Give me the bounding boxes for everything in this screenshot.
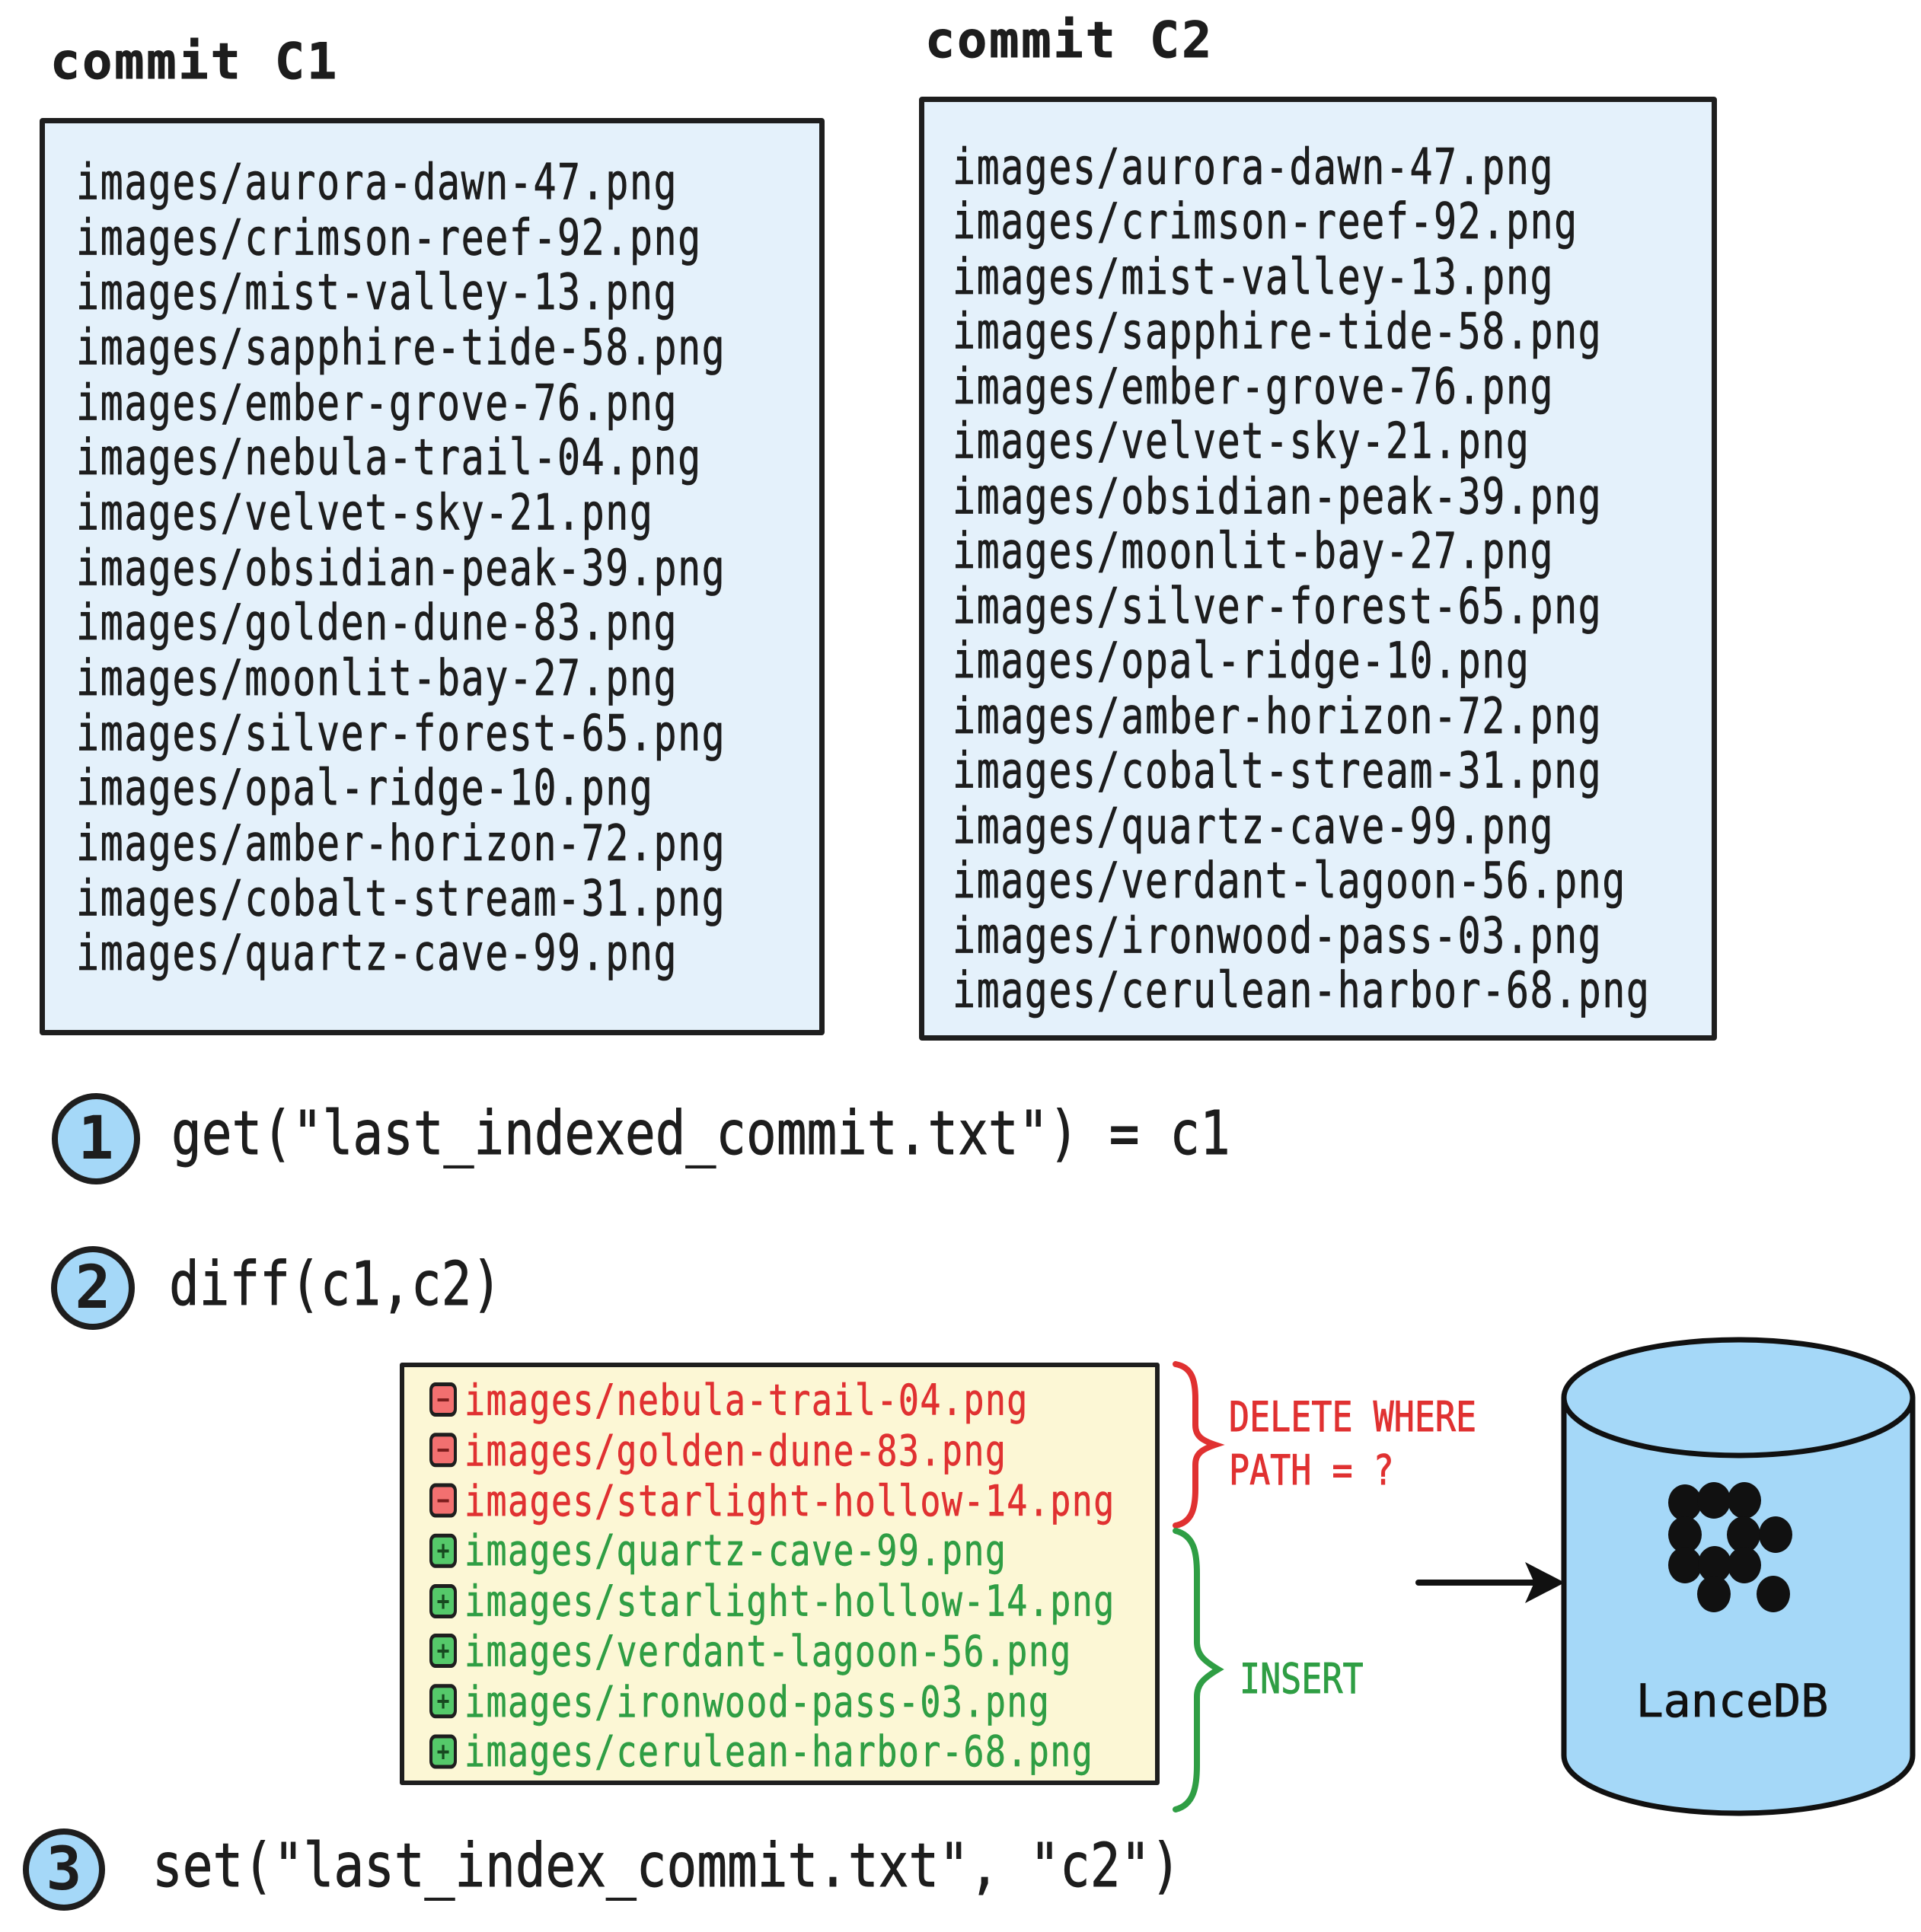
commit-c1-title: commit C1	[49, 33, 340, 91]
file-path: images/opal-ridge-10.png	[76, 759, 654, 818]
file-path: images/verdant-lagoon-56.png	[953, 852, 1626, 910]
step-3-number: 3	[46, 1835, 82, 1904]
file-path: images/sapphire-tide-58.png	[76, 318, 726, 377]
file-path: images/obsidian-peak-39.png	[953, 467, 1603, 525]
file-path: images/amber-horizon-72.png	[953, 687, 1603, 745]
diff-entry: −images/starlight-hollow-14.png	[429, 1475, 1155, 1526]
file-path: images/moonlit-bay-27.png	[76, 649, 678, 707]
file-path: images/golden-dune-83.png	[76, 594, 678, 652]
file-path: images/sapphire-tide-58.png	[953, 302, 1603, 361]
diff-entry: +images/cerulean-harbor-68.png	[429, 1726, 1155, 1777]
delete-path-label: PATH = ?	[1229, 1446, 1395, 1495]
diff-entry: +images/verdant-lagoon-56.png	[429, 1626, 1155, 1676]
file-path: images/obsidian-peak-39.png	[76, 539, 726, 597]
plus-icon: +	[429, 1533, 457, 1568]
plus-icon: +	[429, 1734, 457, 1769]
file-path: images/cobalt-stream-31.png	[76, 869, 726, 928]
file-path: images/crimson-reef-92.png	[953, 193, 1578, 250]
file-path: images/ember-grove-76.png	[953, 357, 1555, 416]
plus-icon: +	[429, 1583, 457, 1618]
diff-entry: +images/quartz-cave-99.png	[429, 1526, 1155, 1576]
file-path: images/silver-forest-65.png	[76, 704, 726, 762]
diff-file-path: images/starlight-hollow-14.png	[464, 1475, 1115, 1526]
file-path: images/opal-ridge-10.png	[953, 632, 1530, 690]
file-path: images/quartz-cave-99.png	[76, 925, 678, 983]
diff-file-path: images/starlight-hollow-14.png	[464, 1575, 1115, 1627]
diff-file-path: images/nebula-trail-04.png	[464, 1374, 1029, 1426]
plus-icon: +	[429, 1684, 457, 1719]
file-path: images/velvet-sky-21.png	[953, 413, 1530, 470]
file-path: images/crimson-reef-92.png	[76, 208, 702, 266]
diff-file-path: images/verdant-lagoon-56.png	[464, 1625, 1072, 1677]
step-2-badge: 2	[51, 1246, 135, 1330]
delete-brace	[1173, 1361, 1225, 1529]
file-path: images/nebula-trail-04.png	[76, 429, 702, 486]
diff-entry: +images/ironwood-pass-03.png	[429, 1676, 1155, 1726]
lancedb-logo	[1668, 1482, 1792, 1612]
diff-entry: −images/nebula-trail-04.png	[429, 1375, 1155, 1425]
step-1-code: get("last_indexed_commit.txt") = c1	[171, 1098, 1231, 1169]
file-path: images/ember-grove-76.png	[76, 374, 678, 432]
diff-file-path: images/cerulean-harbor-68.png	[464, 1726, 1094, 1777]
delete-where-label: DELETE WHERE	[1229, 1392, 1477, 1442]
file-path: images/cerulean-harbor-68.png	[953, 961, 1651, 1020]
lancedb-label: LanceDB	[1635, 1675, 1829, 1729]
step-1-badge: 1	[52, 1093, 140, 1184]
insert-label: INSERT	[1240, 1654, 1364, 1704]
file-path: images/ironwood-pass-03.png	[953, 907, 1603, 964]
file-path: images/mist-valley-13.png	[76, 263, 678, 321]
step-2-number: 2	[75, 1254, 111, 1322]
minus-icon: −	[429, 1382, 457, 1417]
file-path: images/quartz-cave-99.png	[953, 797, 1555, 855]
diff-entry: −images/golden-dune-83.png	[429, 1425, 1155, 1475]
step-3-code: set("last_index_commit.txt", "c2")	[152, 1830, 1182, 1902]
file-path: images/cobalt-stream-31.png	[953, 742, 1603, 800]
diff-box: −images/nebula-trail-04.png−images/golde…	[400, 1363, 1160, 1785]
file-path: images/mist-valley-13.png	[953, 247, 1555, 306]
step-3-badge: 3	[23, 1828, 105, 1911]
minus-icon: −	[429, 1483, 457, 1518]
arrow-to-db	[1415, 1562, 1565, 1603]
insert-brace	[1173, 1528, 1224, 1812]
lancedb-cylinder	[1561, 1337, 1916, 1816]
file-path: images/aurora-dawn-47.png	[953, 138, 1555, 196]
diff-file-path: images/golden-dune-83.png	[464, 1424, 1007, 1476]
diff-file-path: images/ironwood-pass-03.png	[464, 1675, 1051, 1727]
diff-file-path: images/quartz-cave-99.png	[464, 1525, 1007, 1577]
minus-icon: −	[429, 1433, 457, 1468]
file-path: images/amber-horizon-72.png	[76, 815, 726, 872]
step-1-number: 1	[78, 1105, 114, 1173]
file-path: images/velvet-sky-21.png	[76, 483, 654, 542]
plus-icon: +	[429, 1634, 457, 1669]
file-path: images/silver-forest-65.png	[953, 577, 1603, 635]
commit-c2-title: commit C2	[924, 12, 1214, 70]
file-path: images/aurora-dawn-47.png	[76, 153, 678, 211]
step-2-code: diff(c1,c2)	[169, 1248, 503, 1320]
diff-entry: +images/starlight-hollow-14.png	[429, 1576, 1155, 1626]
file-path: images/moonlit-bay-27.png	[953, 522, 1555, 580]
